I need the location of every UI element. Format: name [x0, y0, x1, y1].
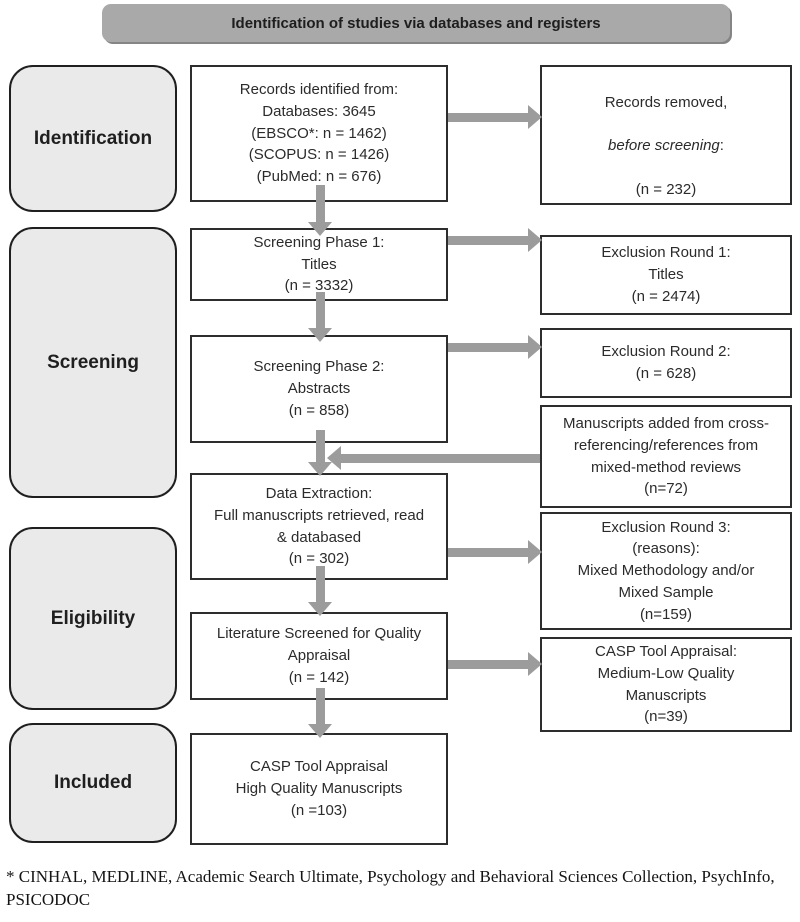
casp-medium-low-box: CASP Tool Appraisal: Medium-Low Quality … [540, 637, 792, 732]
exclusion-round-3-box: Exclusion Round 3: (reasons): Mixed Meth… [540, 512, 792, 630]
screening-phase-2-text: Screening Phase 2: Abstracts (n = 858) [253, 358, 385, 419]
records-removed-line2-italic: before screening [608, 137, 720, 154]
stage-eligibility: Eligibility [9, 527, 177, 710]
arrow-down-icon [308, 222, 332, 236]
arrow-shaft [316, 566, 325, 602]
records-removed-box: Records removed, before screening: (n = … [540, 65, 792, 205]
stage-eligibility-label: Eligibility [50, 607, 136, 629]
cross-referencing-text: Manuscripts added from cross- referencin… [563, 415, 769, 498]
arrow-shaft [316, 430, 325, 462]
data-extraction-text: Data Extraction: Full manuscripts retrie… [213, 485, 425, 568]
records-removed-line3: (n = 232) [635, 180, 697, 198]
arrow-shaft [448, 343, 528, 352]
records-identified-text: Records identified from: Databases: 3645… [239, 81, 399, 186]
diagram-title: Identification of studies via databases … [231, 14, 601, 32]
records-identified-box: Records identified from: Databases: 3645… [190, 65, 448, 202]
arrow-right-icon [528, 540, 542, 564]
casp-medium-low-text: CASP Tool Appraisal: Medium-Low Quality … [594, 643, 738, 726]
arrow-shaft [341, 454, 540, 463]
exclusion-round-3-text: Exclusion Round 3: (reasons): Mixed Meth… [577, 518, 755, 623]
exclusion-round-1-text: Exclusion Round 1: Titles (n = 2474) [601, 244, 731, 305]
arrow-down-icon [308, 462, 332, 476]
quality-screening-box: Literature Screened for Quality Appraisa… [190, 612, 448, 700]
arrow-down-icon [308, 602, 332, 616]
casp-high-quality-box: CASP Tool Appraisal High Quality Manuscr… [190, 733, 448, 845]
arrow-shaft [316, 185, 325, 222]
arrow-shaft [316, 688, 325, 724]
arrow-right-icon [528, 335, 542, 359]
stage-included: Included [9, 723, 177, 843]
diagram-title-banner: Identification of studies via databases … [102, 4, 730, 42]
footnote: * CINHAL, MEDLINE, Academic Search Ultim… [6, 867, 775, 909]
stage-identification-label: Identification [33, 127, 153, 149]
stage-screening-label: Screening [47, 351, 139, 373]
cross-referencing-box: Manuscripts added from cross- referencin… [540, 405, 792, 508]
casp-high-quality-text: CASP Tool Appraisal High Quality Manuscr… [235, 758, 403, 819]
screening-phase-1-box: Screening Phase 1: Titles (n = 3332) [190, 228, 448, 301]
records-removed-line2-colon: : [719, 137, 724, 154]
arrow-shaft [448, 548, 528, 557]
arrow-right-icon [528, 652, 542, 676]
arrow-right-icon [528, 228, 542, 252]
quality-screening-text: Literature Screened for Quality Appraisa… [216, 625, 422, 686]
arrow-right-icon [528, 105, 542, 129]
arrow-shaft [448, 113, 528, 122]
arrow-shaft [448, 236, 528, 245]
arrow-left-icon [327, 446, 341, 470]
records-removed-line1: Records removed, [604, 93, 728, 111]
arrow-down-icon [308, 724, 332, 738]
arrow-shaft [316, 292, 325, 328]
data-extraction-box: Data Extraction: Full manuscripts retrie… [190, 473, 448, 580]
stage-screening: Screening [9, 227, 177, 498]
arrow-down-icon [308, 328, 332, 342]
exclusion-round-2-text: Exclusion Round 2: (n = 628) [601, 343, 731, 382]
exclusion-round-1-box: Exclusion Round 1: Titles (n = 2474) [540, 235, 792, 315]
records-removed-text: Records removed, before screening: (n = … [605, 70, 728, 201]
screening-phase-2-box: Screening Phase 2: Abstracts (n = 858) [190, 335, 448, 443]
exclusion-round-2-box: Exclusion Round 2: (n = 628) [540, 328, 792, 398]
screening-phase-1-text: Screening Phase 1: Titles (n = 3332) [253, 233, 385, 295]
arrow-shaft [448, 660, 528, 669]
stage-identification: Identification [9, 65, 177, 212]
stage-included-label: Included [53, 772, 133, 793]
